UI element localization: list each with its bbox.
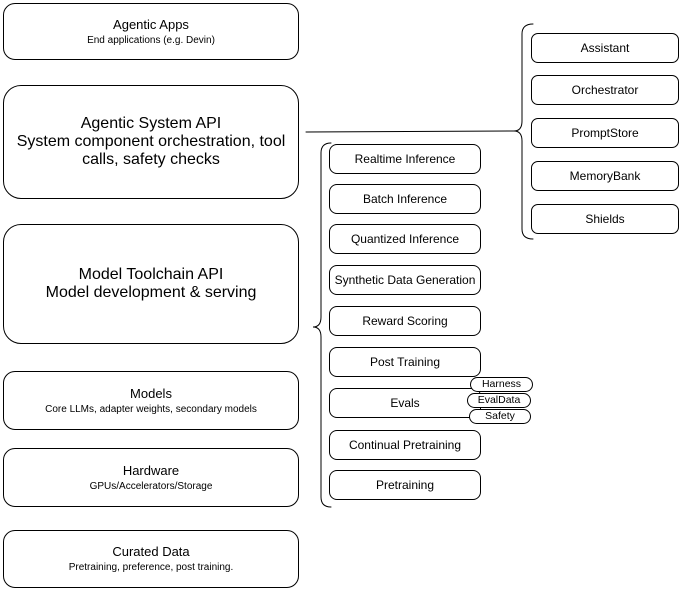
box-agentic-system-api-subtitle: System component orchestration, tool cal… <box>16 133 286 168</box>
box-agentic-apps-subtitle: End applications (e.g. Devin) <box>87 34 215 46</box>
box-continual-pretraining: Continual Pretraining <box>329 430 481 460</box>
box-curated-data: Curated Data Pretraining, preference, po… <box>3 530 299 588</box>
box-models-title: Models <box>130 385 172 401</box>
box-batch-inference: Batch Inference <box>329 184 481 214</box>
pill-safety: Safety <box>469 409 531 424</box>
box-agentic-system-api: Agentic System API System component orch… <box>3 85 299 199</box>
box-curated-data-subtitle: Pretraining, preference, post training. <box>68 562 234 573</box>
box-models: Models Core LLMs, adapter weights, secon… <box>3 371 299 430</box>
box-reward-scoring: Reward Scoring <box>329 306 481 336</box>
box-promptstore: PromptStore <box>531 118 679 148</box>
box-memorybank: MemoryBank <box>531 161 679 191</box>
box-hardware: Hardware GPUs/Accelerators/Storage <box>3 448 299 507</box>
box-agentic-system-api-title: Agentic System API <box>80 115 222 132</box>
connector-system-api-to-components <box>305 130 515 133</box>
box-post-training: Post Training <box>329 347 481 377</box>
box-models-subtitle: Core LLMs, adapter weights, secondary mo… <box>45 403 257 415</box>
box-model-toolchain-api-subtitle: Model development & serving <box>45 284 257 301</box>
box-model-toolchain-api-title: Model Toolchain API <box>78 266 224 283</box>
box-synthetic-data-generation: Synthetic Data Generation <box>329 265 481 295</box>
box-quantized-inference: Quantized Inference <box>329 224 481 254</box>
box-agentic-apps-title: Agentic Apps <box>113 16 189 32</box>
box-assistant: Assistant <box>531 33 679 63</box>
box-shields: Shields <box>531 204 679 234</box>
box-hardware-title: Hardware <box>122 462 180 478</box>
box-evals: Evals <box>329 388 481 418</box>
pill-harness: Harness <box>470 377 533 392</box>
pill-evaldata: EvalData <box>467 393 531 408</box>
box-curated-data-title: Curated Data <box>112 544 190 559</box>
box-model-toolchain-api: Model Toolchain API Model development & … <box>3 224 299 344</box>
box-realtime-inference: Realtime Inference <box>329 144 481 174</box>
box-pretraining: Pretraining <box>329 470 481 500</box>
box-agentic-apps: Agentic Apps End applications (e.g. Devi… <box>3 3 299 60</box>
box-hardware-subtitle: GPUs/Accelerators/Storage <box>89 480 213 492</box>
box-orchestrator: Orchestrator <box>531 75 679 105</box>
